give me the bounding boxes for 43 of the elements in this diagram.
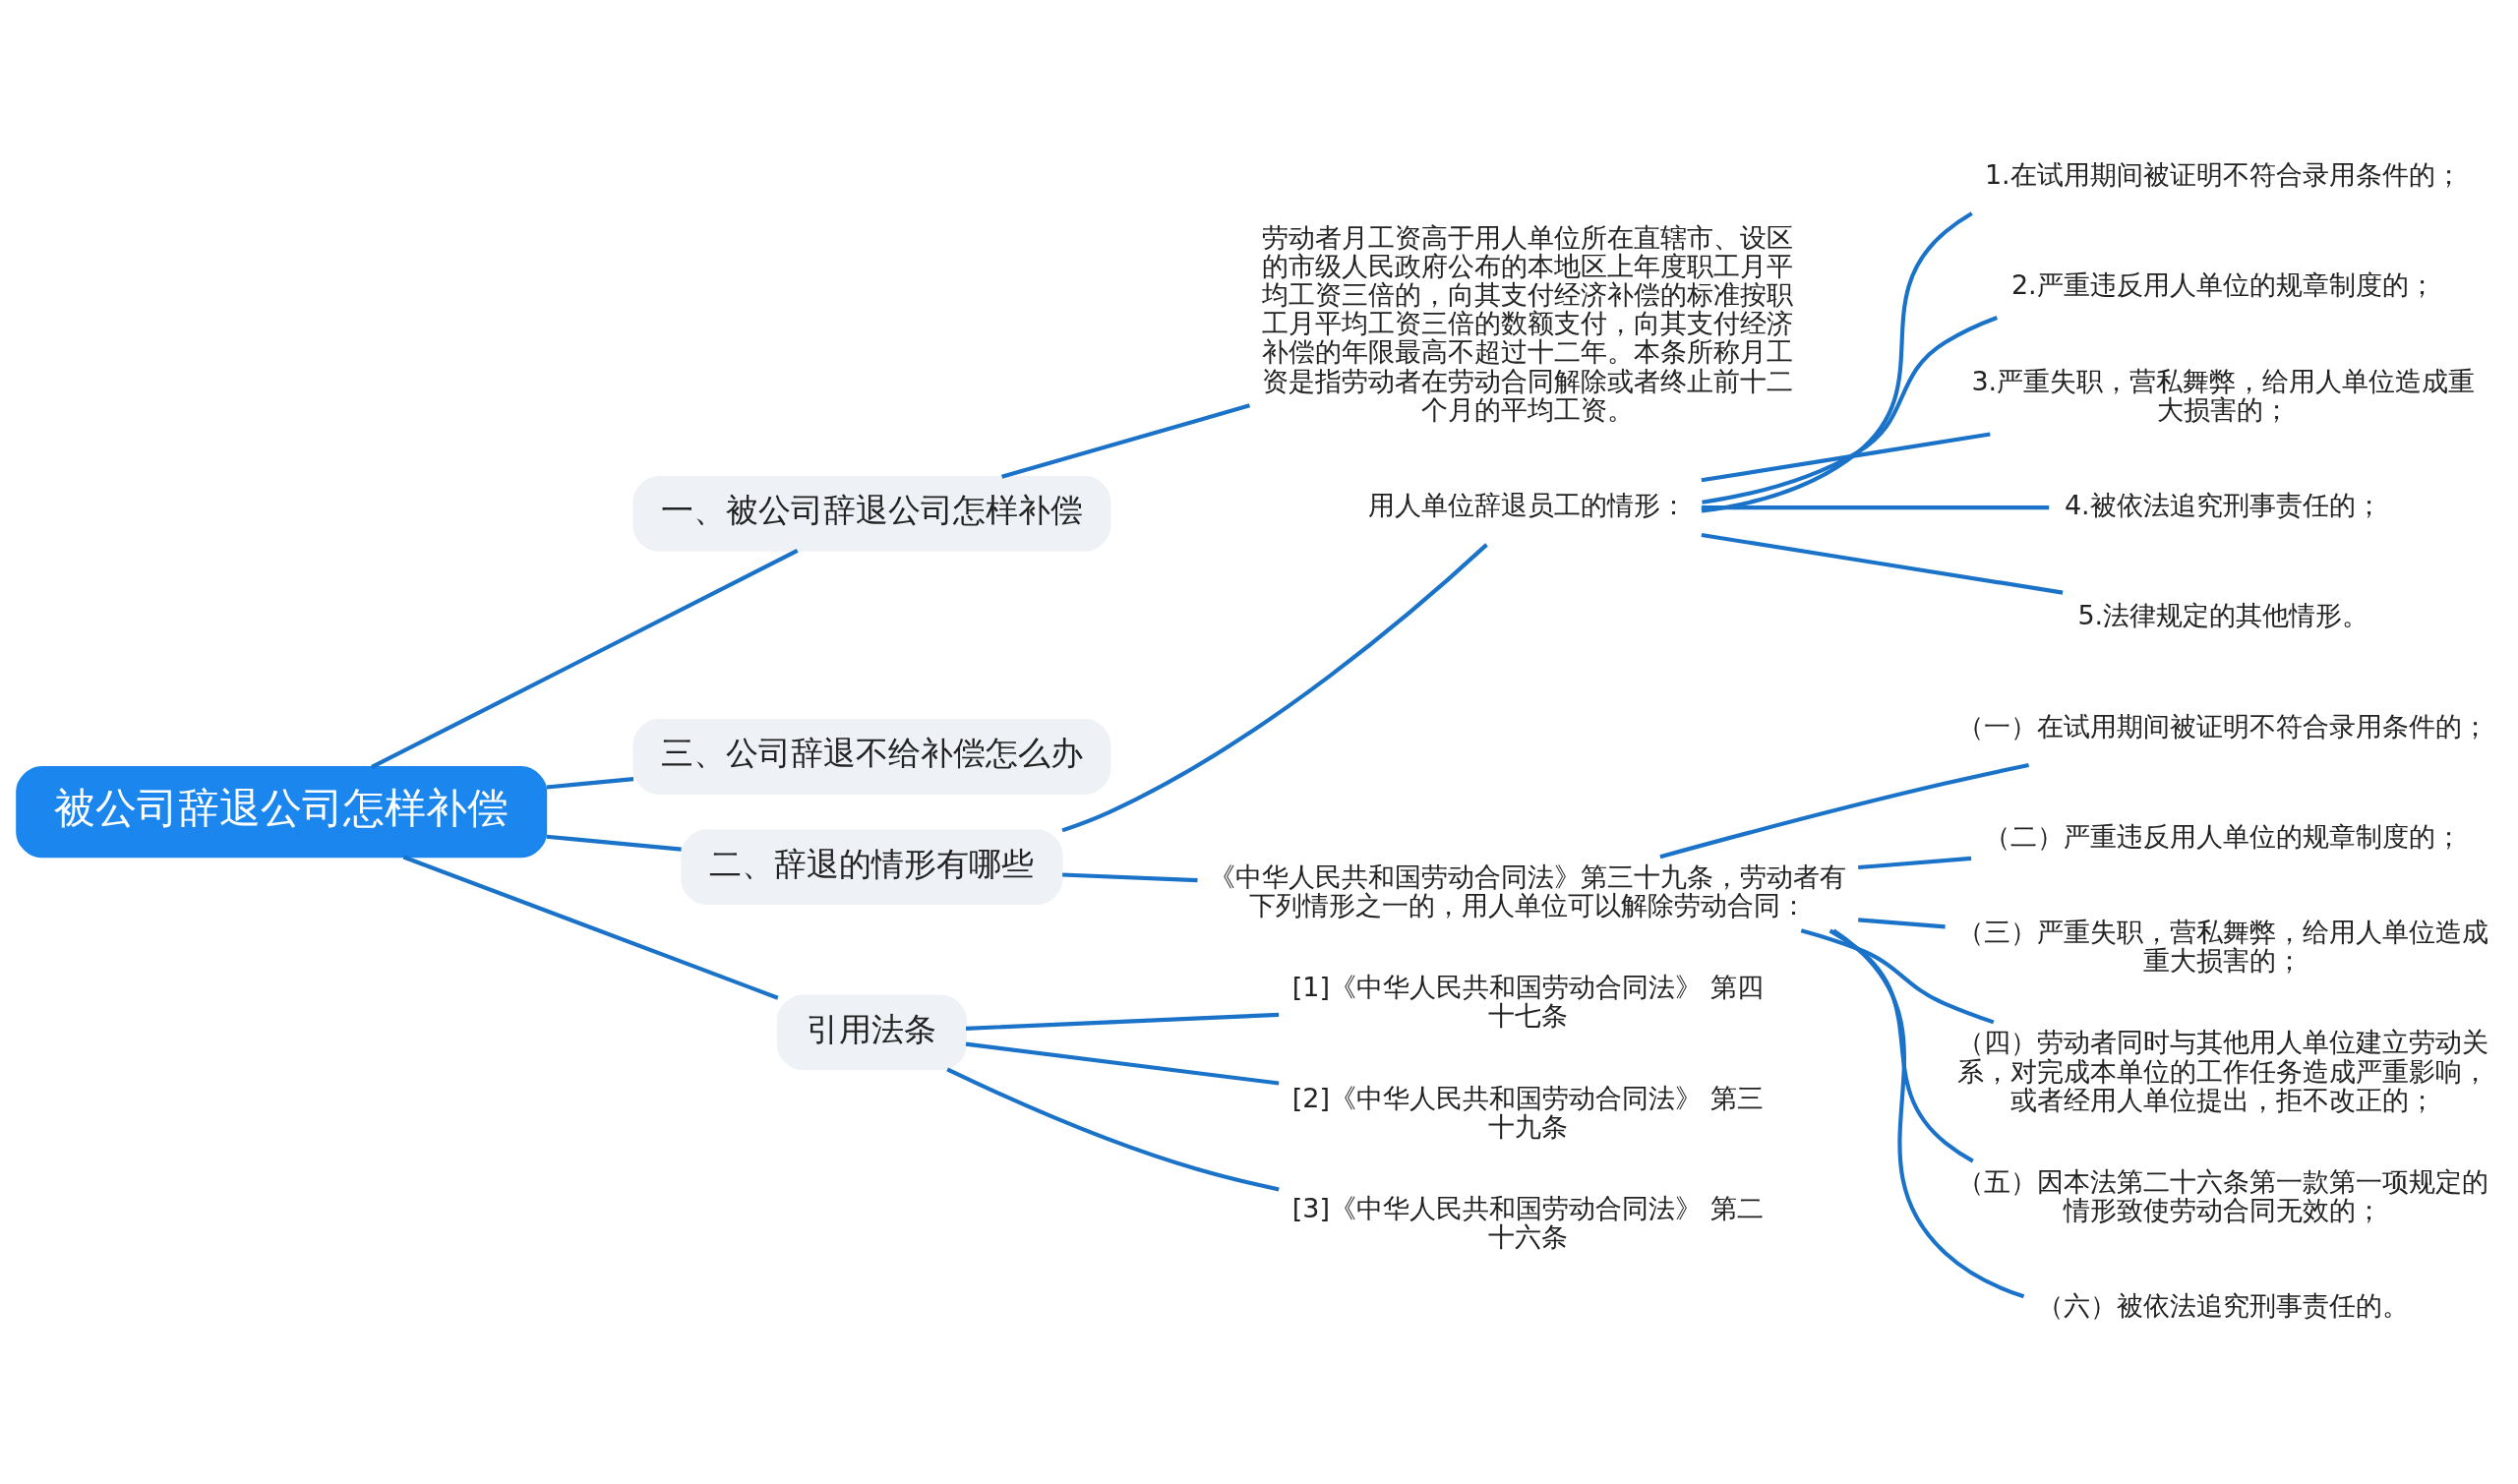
connector [1062,871,1198,882]
connector [1858,917,1946,928]
connector [1001,402,1251,479]
connector [1061,542,1488,832]
node-box: 引用法条 [776,994,967,1070]
node-box: 一、被公司辞退公司怎样补偿 [632,475,1111,552]
connector [1701,532,2064,595]
connector [1800,927,1995,1024]
node-text: （三）严重失职，营私舞弊，给用人单位造成重大损害的； [1957,916,2489,976]
node-text: 《中华人民共和国劳动合同法》第三十九条，劳动者有下列情形之一的，用人单位可以解除劳动合同： [1209,861,1847,920]
node-text: （五）因本法第二十六条第一款第一项规定的情形致使劳动合同无效的； [1957,1165,2489,1225]
node-text: （二）严重违反用人单位的规章制度的； [1984,820,2463,852]
connector [1831,928,2025,1298]
connector [1858,856,1972,869]
node-text: （一）在试用期间被证明不符合录用条件的； [1957,710,2489,742]
connector [1701,210,1973,513]
connector [546,776,634,789]
connector [965,1041,1280,1086]
node-text: 劳动者月工资高于用人单位所在直辖市、设区的市级人民政府公布的本地区上年度职工月平均工资三倍的，向其支付经济补偿的标准按职工月平均工资三倍的数额支付，向其支付经济补偿的年限最高不超过十二年。本条所称月工资是指劳动者在劳动合同解除或者终止前十二个月的平均工资。 [1262,221,1794,425]
connector [1701,431,1991,482]
node-text: 用人单位辞退员工的情形： [1368,489,1688,520]
connector [946,1067,1280,1191]
node-text: [2]《中华人民共和国劳动合同法》 第三十九条 [1291,1082,1764,1142]
connector [1702,315,1999,505]
node-text: （六）被依法追究刑事责任的。 [2037,1289,2410,1321]
connector [546,834,682,852]
connector [402,855,779,1000]
node-text: 2.严重违反用人单位的规章制度的； [2010,268,2435,300]
connector [1701,505,2050,509]
node-box: 二、辞退的情形有哪些 [681,828,1063,905]
node-text: 4.被依法追究刑事责任的； [2064,489,2382,520]
node-box: 三、公司辞退不给补偿怎么办 [632,718,1111,795]
node-text: 3.严重失职，营私舞弊，给用人单位造成重大损害的； [1971,365,2476,425]
connector [965,1012,1280,1031]
connector [1829,928,1974,1162]
node-box: 被公司辞退公司怎样补偿 [16,765,548,858]
connector [371,548,799,769]
node-text: 1.在试用期间被证明不符合录用条件的； [1984,158,2462,190]
node-text: 5.法律规定的其他情形。 [2077,599,2369,630]
node-text: [3]《中华人民共和国劳动合同法》 第二十六条 [1291,1192,1764,1252]
node-text: [1]《中华人民共和国劳动合同法》 第四十七条 [1291,971,1764,1031]
connector [1659,762,2029,859]
node-text: （四）劳动者同时与其他用人单位建立劳动关系，对完成本单位的工作任务造成严重影响，或者经用人单位提出，拒不改正的； [1957,1026,2489,1115]
